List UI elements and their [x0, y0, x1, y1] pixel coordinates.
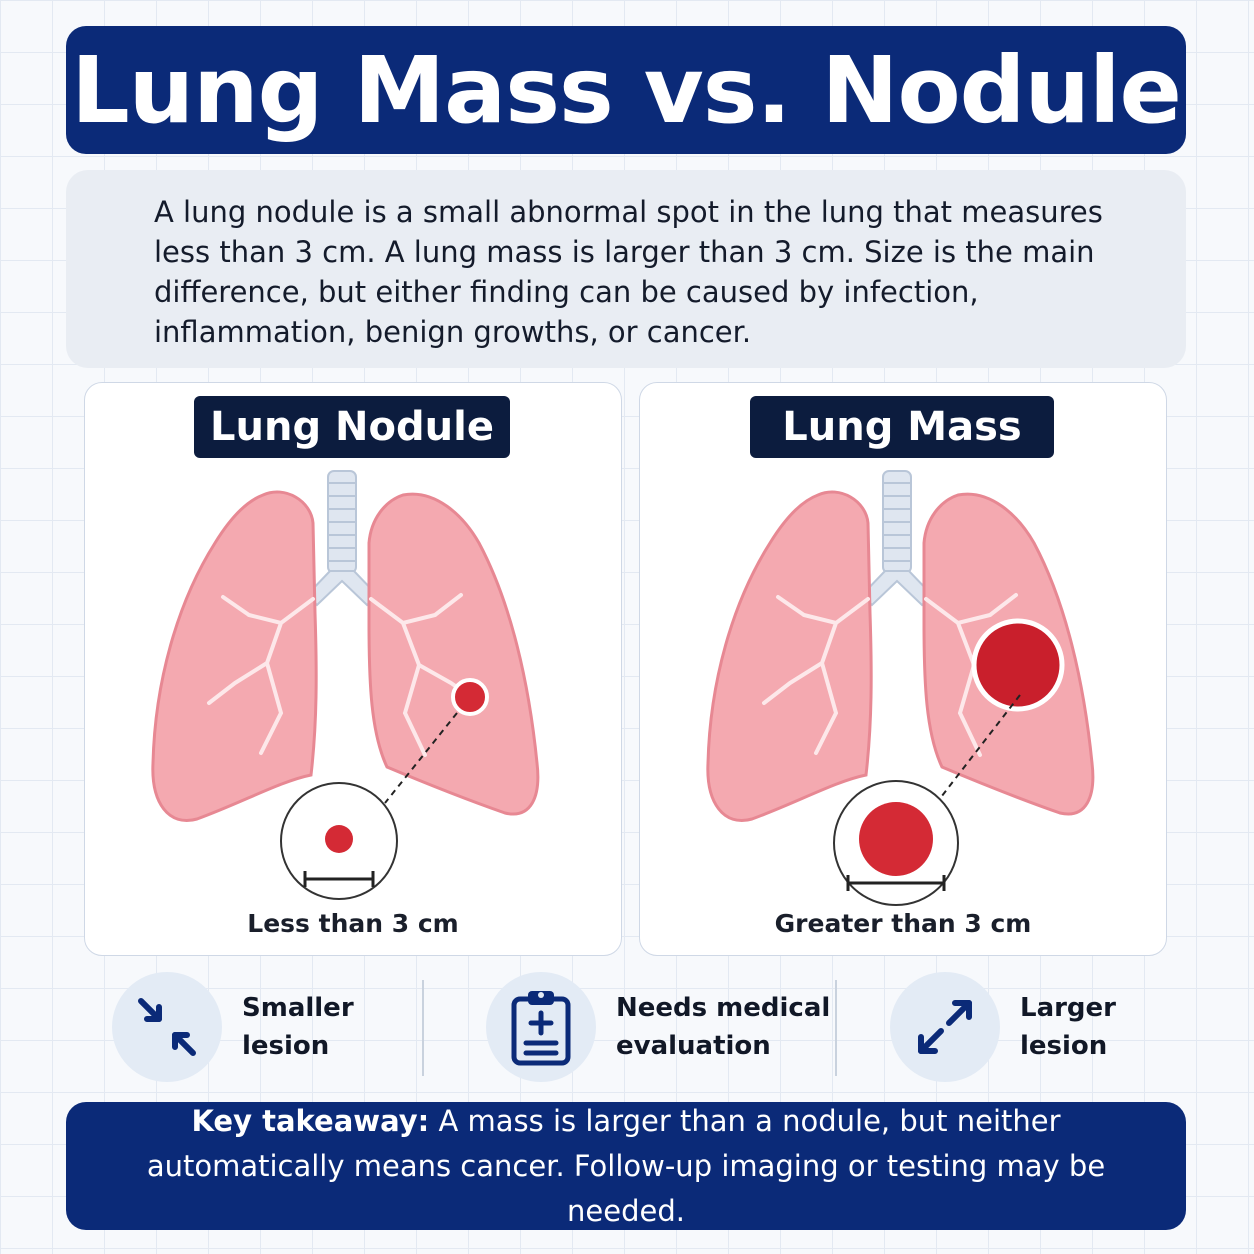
key-takeaway-banner: Key takeaway: A mass is larger than a no… — [66, 1102, 1186, 1230]
nodule-card: Lung Nodule Less than 3 cm — [84, 382, 622, 956]
mass-size-caption: Greater than 3 cm — [774, 909, 1032, 938]
divider — [422, 980, 424, 1076]
callout-line — [937, 694, 1021, 802]
nodule-lungs-illustration — [151, 470, 540, 900]
intro-text: A lung nodule is a small abnormal spot i… — [154, 195, 1103, 349]
feature-smaller-lesion: Smaller lesion — [112, 972, 354, 1082]
title-banner: Lung Mass vs. Nodule — [66, 26, 1186, 154]
left-lung — [151, 490, 318, 822]
mass-lungs-illustration — [706, 470, 1095, 906]
trachea — [305, 470, 379, 607]
feature-needs-evaluation: Needs medical evaluation — [486, 972, 830, 1082]
zoom-nodule — [325, 825, 353, 853]
mass-lesion — [971, 618, 1065, 712]
right-lung — [367, 492, 540, 816]
feature-label: Smaller lesion — [242, 993, 354, 1061]
zoom-mass — [859, 802, 933, 876]
divider — [835, 980, 837, 1076]
scale-bar — [303, 871, 375, 887]
feature-label: Larger lesion — [1020, 993, 1117, 1061]
bronchi — [207, 593, 479, 757]
mass-card-label: Lung Mass — [750, 396, 1054, 458]
mass-card: Lung Mass Greater than 3 cm — [639, 382, 1167, 956]
takeaway-lead: Key takeaway: — [191, 1103, 430, 1138]
trachea — [860, 470, 934, 607]
callout-line — [384, 712, 458, 804]
left-lung — [706, 490, 873, 822]
clipboard-plus-icon — [486, 972, 596, 1082]
nodule-card-label: Lung Nodule — [194, 396, 510, 458]
scale-bar — [846, 875, 946, 891]
takeaway-body: A mass is larger than a nodule, but neit… — [146, 1103, 1106, 1228]
nodule-lesion — [451, 678, 489, 716]
feature-label: Needs medical evaluation — [616, 993, 831, 1061]
nodule-size-caption: Less than 3 cm — [247, 909, 459, 938]
arrows-inward-icon — [112, 972, 222, 1082]
feature-larger-lesion: Larger lesion — [890, 972, 1116, 1082]
arrows-outward-icon — [890, 972, 1000, 1082]
page-title: Lung Mass vs. Nodule — [71, 36, 1182, 144]
intro-box: A lung nodule is a small abnormal spot i… — [66, 170, 1186, 368]
takeaway-text: Key takeaway: A mass is larger than a no… — [96, 1099, 1156, 1234]
